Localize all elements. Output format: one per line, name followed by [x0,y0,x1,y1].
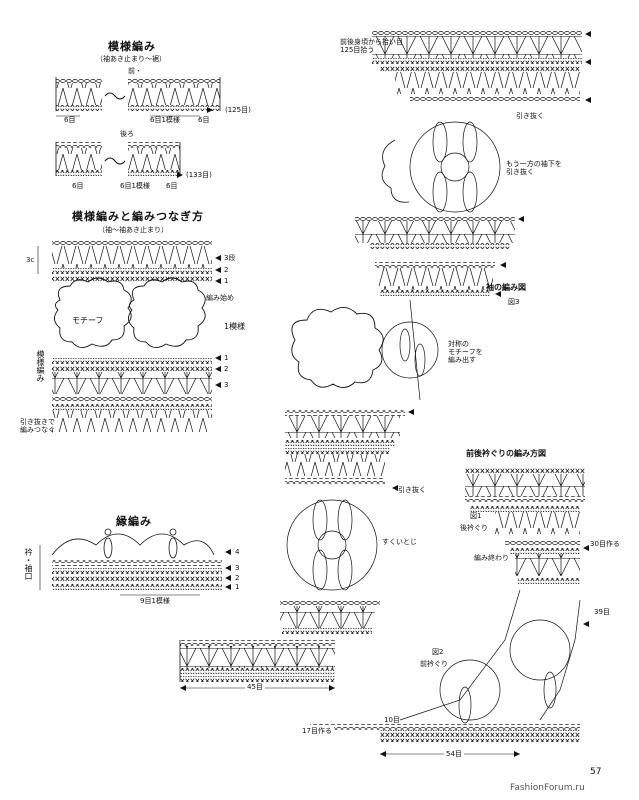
join-subtitle: （袖〜袖あき止まり） [98,226,168,234]
sleeve-count45: 45目 [245,683,265,691]
back-right-st: 6目 [166,182,178,190]
front-right-st: 6目 [198,116,210,124]
motif-right [128,277,206,348]
join-one-pattern: 1模様 [224,322,246,331]
pattern-subtitle: （袖あき止まり〜裾） [96,55,166,63]
edge-title: 縁編み [116,515,152,528]
join-r1: 1 [224,354,229,362]
edge-v-label: 衿・袖口 [24,548,33,580]
join-chart [37,240,221,432]
edge-r1: 1 [235,583,240,591]
back-left-st: 6目 [72,182,84,190]
neck-back: 後衿ぐり [460,524,488,532]
neck-c10: 10目 [384,716,400,724]
sleeve-fig: 図3 [508,298,520,306]
sleeve-top-note: 前後身頃から拾い目 125目拾う [340,38,403,54]
pattern-chart-back [55,142,183,178]
join-row3: 3段 [224,254,236,262]
neck-fig1: 図1 [470,512,482,520]
join-cm: 3c [26,256,35,264]
sleeve-chart [179,30,591,691]
join-r3: 3 [224,381,229,389]
sleeve-title: 袖の編み図 [486,283,526,292]
join-row2: 2 [224,266,229,274]
page-number: 57 [590,767,602,777]
back-row-count: (133目) [186,171,212,179]
neck-make17: 17目作る [300,727,334,735]
watermark: FashionForum.ru [510,783,585,793]
join-title: 模様編みと編みつなぎ方 [72,210,204,223]
front-row-count: (125目) [225,106,251,114]
neck-end: 編み終わり [474,554,509,562]
sleeve-slip: すくいとじ [382,538,417,546]
pattern-title: 模様編み [108,40,156,53]
sleeve-pull: 引き抜く [516,112,544,120]
neck-title: 前後衿ぐりの編み方図 [466,449,546,458]
neck-front: 前衿ぐり [420,660,448,668]
motif-label: モチーフ [72,316,104,325]
sleeve-other-note: もう一方の袖下を 引き抜く [506,160,562,176]
edge-r4: 4 [235,548,240,556]
front-repeat: 6目1模様 [150,116,180,124]
motif-left [54,277,132,348]
pattern-chart-front [55,77,221,117]
join-r2: 2 [224,365,229,373]
sleeve-cloud [291,307,384,388]
label-front: 前・ [128,67,142,75]
sleeve-pull2: 引き抜く [398,486,426,494]
back-repeat: 6目1模様 [120,182,150,190]
neck-make30: 30目作る [590,540,620,548]
join-row1: 1 [224,277,229,285]
sleeve-sym-note: 対称の モチーフを 編み出す [448,340,483,364]
edge-repeat: 9目1模様 [140,597,170,605]
edge-r3: 3 [235,564,240,572]
neck-c54: 54目 [444,750,464,758]
neck-chart [310,468,589,757]
edge-chart [39,528,231,596]
edge-r2: 2 [235,574,240,582]
join-start: 編み始め [206,294,234,302]
label-back: 後ろ [120,130,134,138]
join-pull-note: 引き抜きで編みつなぐ [20,418,55,434]
neck-c39: 39目 [594,608,610,616]
join-v-label: 模様編み [36,350,45,382]
front-left-st: 6目 [64,116,76,124]
neck-fig2: 図2 [432,648,444,656]
